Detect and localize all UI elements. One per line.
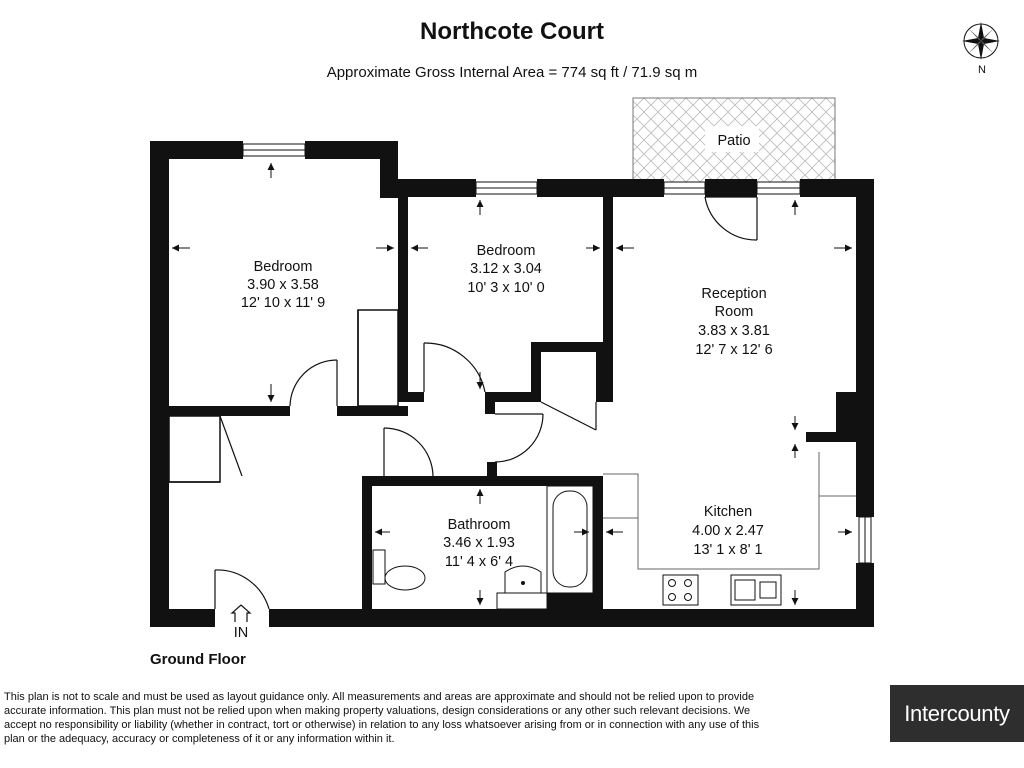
svg-text:Bedroom: Bedroom (477, 243, 536, 259)
svg-text:4.00 x 2.47: 4.00 x 2.47 (692, 523, 764, 539)
basin (496, 565, 548, 610)
patio: Patio (632, 97, 836, 183)
svg-text:Bedroom: Bedroom (254, 259, 313, 275)
interior-walls (169, 197, 856, 609)
patio-label: Patio (717, 133, 750, 149)
svg-text:3.90 x 3.58: 3.90 x 3.58 (247, 277, 319, 293)
svg-text:3.83 x 3.81: 3.83 x 3.81 (698, 323, 770, 339)
entrance-label: IN (234, 625, 249, 641)
svg-text:Reception: Reception (701, 286, 766, 302)
svg-text:11' 4 x 6' 4: 11' 4 x 6' 4 (445, 554, 513, 570)
floor-label: Ground Floor (150, 651, 246, 668)
gross-area-text: Approximate Gross Internal Area = 774 sq… (326, 64, 698, 81)
intercounty-logo: Intercounty (890, 685, 1024, 742)
room-label-kitchen: Kitchen 4.00 x 2.47 13' 1 x 8' 1 (692, 504, 764, 558)
room-label-bedroom-2: Bedroom 3.12 x 3.04 10' 3 x 10' 0 (467, 243, 544, 296)
svg-text:3.46 x 1.93: 3.46 x 1.93 (443, 535, 515, 551)
svg-text:Kitchen: Kitchen (704, 504, 752, 520)
logo-text: Intercounty (904, 700, 1010, 726)
toilet (372, 549, 426, 591)
hob (662, 574, 699, 606)
bathtub (546, 485, 594, 594)
plan-title: Northcote Court (420, 18, 604, 45)
svg-text:12' 7 x 12' 6: 12' 7 x 12' 6 (695, 342, 772, 358)
kitchen-sink (730, 574, 782, 606)
bath-panel (547, 593, 593, 609)
kitchen-units (603, 452, 856, 570)
svg-text:3.12 x 3.04: 3.12 x 3.04 (470, 261, 542, 277)
dimension-arrows (172, 163, 852, 605)
windows (242, 143, 872, 564)
svg-text:13' 1 x 8' 1: 13' 1 x 8' 1 (693, 542, 762, 558)
room-label-bathroom: Bathroom 3.46 x 1.93 11' 4 x 6' 4 (443, 517, 515, 570)
compass-rose-icon (962, 22, 1000, 60)
svg-text:12' 10 x 11' 9: 12' 10 x 11' 9 (241, 295, 325, 311)
compass-north-label: N (978, 64, 986, 76)
room-label-reception: Reception Room 3.83 x 3.81 12' 7 x 12' 6 (695, 286, 772, 358)
partitions (168, 309, 399, 483)
entrance-arrow-icon (230, 604, 252, 622)
svg-text:Room: Room (715, 304, 754, 320)
floor-plan: Patio (150, 97, 874, 641)
svg-text:Bathroom: Bathroom (448, 517, 511, 533)
disclaimer-text: This plan is not to scale and must be us… (4, 691, 760, 745)
room-label-bedroom-1: Bedroom 3.90 x 3.58 12' 10 x 11' 9 (241, 259, 325, 311)
exterior-walls (150, 141, 874, 627)
svg-text:10' 3 x 10' 0: 10' 3 x 10' 0 (467, 280, 544, 296)
